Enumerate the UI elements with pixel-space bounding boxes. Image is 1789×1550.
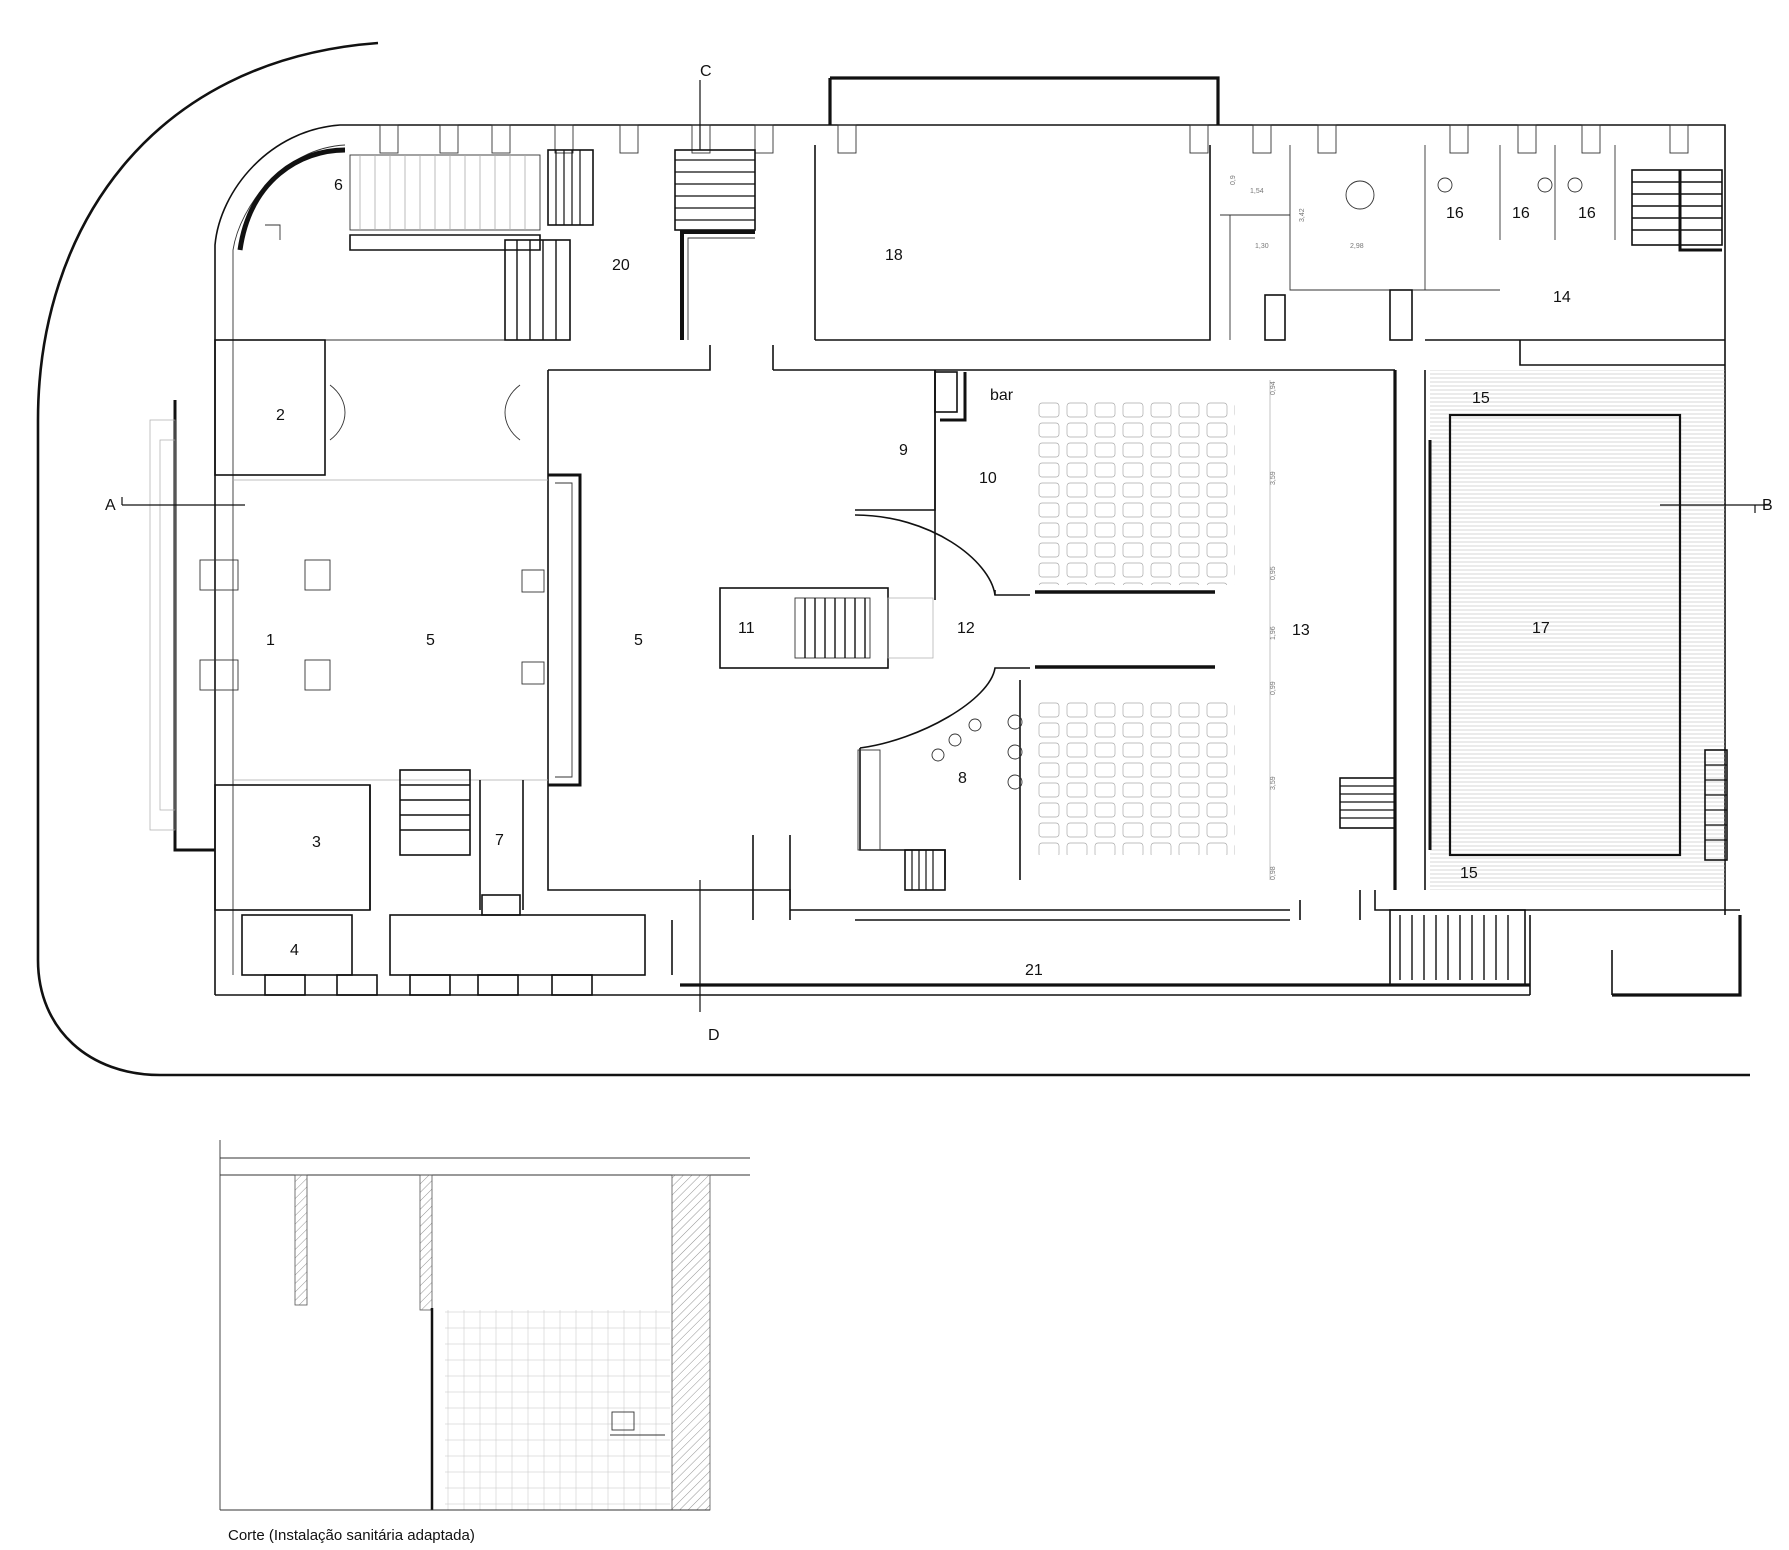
section-mark-a: A — [105, 497, 116, 514]
toilets-16 — [1345, 177, 1583, 210]
dimension-label: 3,42 — [1299, 208, 1306, 222]
central-stair-11 — [719, 587, 934, 669]
dimension-label: 0,9 — [1230, 175, 1237, 185]
curved-lobby-wall-bottom — [859, 667, 1030, 749]
dimension-label: 0,98 — [1270, 866, 1277, 880]
room-label-11: 11 — [738, 620, 755, 637]
room-label-18: 18 — [885, 247, 903, 264]
room-label-1: 1 — [266, 632, 275, 649]
room-label-16c: 16 — [1578, 205, 1596, 222]
room-label-3: 3 — [312, 834, 321, 851]
section-lines — [121, 80, 1770, 1012]
bottom-walls — [671, 835, 1361, 975]
dimension-label: 1,30 — [1255, 243, 1269, 250]
section-mark-d: D — [708, 1027, 720, 1044]
bar-stair — [934, 371, 967, 422]
room-label-5-hall: 5 — [426, 632, 435, 649]
dimension-label: 1,54 — [1250, 188, 1264, 195]
room-label-10: 10 — [979, 470, 997, 487]
room-label-9: 9 — [899, 442, 908, 459]
room-label-17: 17 — [1532, 620, 1550, 637]
auditorium-seating — [1035, 380, 1271, 880]
room-label-2: 2 — [276, 407, 285, 424]
left-entrance-steps — [149, 400, 215, 852]
room-label-bar: bar — [990, 387, 1014, 404]
hall-thick-wall — [548, 473, 582, 787]
exterior-walls — [214, 76, 1742, 997]
room-label-8: 8 — [958, 770, 967, 787]
wc-8-fixtures — [857, 714, 1023, 891]
room-label-16b: 16 — [1512, 205, 1530, 222]
bottom-pilasters — [264, 974, 593, 996]
room-label-7: 7 — [495, 832, 504, 849]
room-label-12: 12 — [957, 620, 975, 637]
room-label-15-top: 15 — [1472, 390, 1490, 407]
room-label-16a: 16 — [1446, 205, 1464, 222]
hall-columns — [199, 384, 545, 691]
section-caption: Corte (Instalação sanitária adaptada) — [228, 1527, 475, 1544]
room-label-5-foyer: 5 — [634, 632, 643, 649]
wc-stairs — [399, 289, 1413, 916]
dimension-label: 2,98 — [1350, 243, 1364, 250]
room-label-15-bottom: 15 — [1460, 865, 1478, 882]
dimension-label: 0,95 — [1270, 566, 1277, 580]
room-label-13: 13 — [1292, 622, 1310, 639]
room-label-14: 14 — [1553, 289, 1571, 306]
section-mark-b: B — [1762, 497, 1773, 514]
dimension-label: 3,59 — [1270, 776, 1277, 790]
stage-17 — [1339, 370, 1728, 986]
curved-lobby-wall-top — [854, 514, 1030, 596]
facade-pilasters — [379, 124, 1689, 154]
dimension-label: 1,96 — [1270, 626, 1277, 640]
section-drawing — [219, 1140, 750, 1511]
dimension-label: 0,94 — [1270, 381, 1277, 395]
section-mark-c: C — [700, 63, 712, 80]
room-label-4: 4 — [290, 942, 299, 959]
street-curb-curve — [36, 41, 1750, 1077]
dimension-label: 0,99 — [1270, 681, 1277, 695]
corner-curve-wall — [237, 147, 346, 251]
right-top-stair — [1631, 169, 1723, 252]
dimension-label: 3,59 — [1270, 471, 1277, 485]
room-label-6: 6 — [334, 177, 343, 194]
room-label-21: 21 — [1025, 962, 1043, 979]
upper-stairs — [349, 149, 756, 341]
room-label-20: 20 — [612, 257, 630, 274]
